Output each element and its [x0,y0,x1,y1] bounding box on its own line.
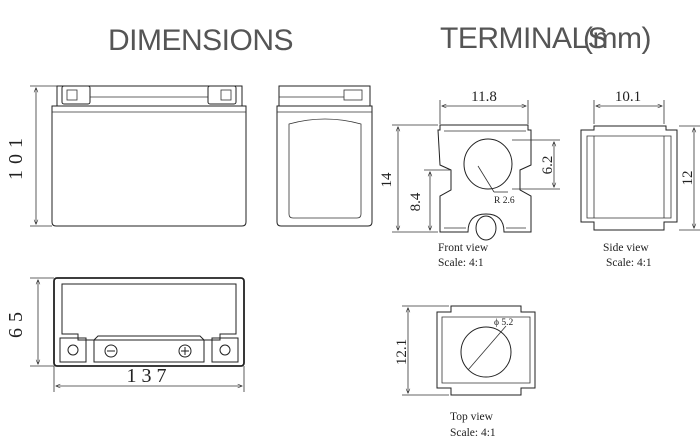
battery-top-view [53,277,245,367]
front-view-scale: Scale: 4:1 [438,257,484,269]
radius-label: R 2.6 [494,196,515,206]
width-label: 65 [5,306,27,338]
top-height-label: 12.1 [394,339,410,365]
front-lower-label: 8.4 [408,192,424,211]
side-view-caption: Side view [603,242,649,254]
battery-side-view [276,85,373,227]
terminal-front-view: R 2.6 11.8 14 8.4 6.2 Front view Scale: … [379,89,560,269]
front-view-caption: Front view [438,242,489,254]
side-height-label: 12 [680,171,696,186]
terminal-top-view: ϕ 5.2 12.1 Top view Scale: 4:1 [394,305,536,439]
width-dimension: 65 [5,277,54,367]
side-width-label: 10.1 [615,89,641,105]
diameter-label: ϕ 5.2 [494,318,514,328]
terminals-heading: TERMINALS [440,22,607,55]
hole-size-label: 6.2 [540,156,556,175]
side-view-scale: Scale: 4:1 [606,257,652,269]
front-height-label: 14 [379,172,395,188]
top-view-caption: Top view [450,411,494,423]
battery-front-view [51,85,247,227]
dimensions-heading: DIMENSIONS [108,24,293,57]
length-dimension: 137 [53,365,245,392]
height-dimension: 101 [5,85,57,227]
plus-terminal-icon [178,344,192,358]
top-view-scale: Scale: 4:1 [450,427,496,439]
front-width-label: 11.8 [471,89,497,105]
minus-terminal-icon [104,344,118,358]
length-label: 137 [127,365,172,387]
terminal-side-view: 10.1 12 Side view Scale: 4:1 [580,89,700,269]
terminals-unit: (mm) [583,22,651,55]
height-label: 101 [5,132,27,180]
